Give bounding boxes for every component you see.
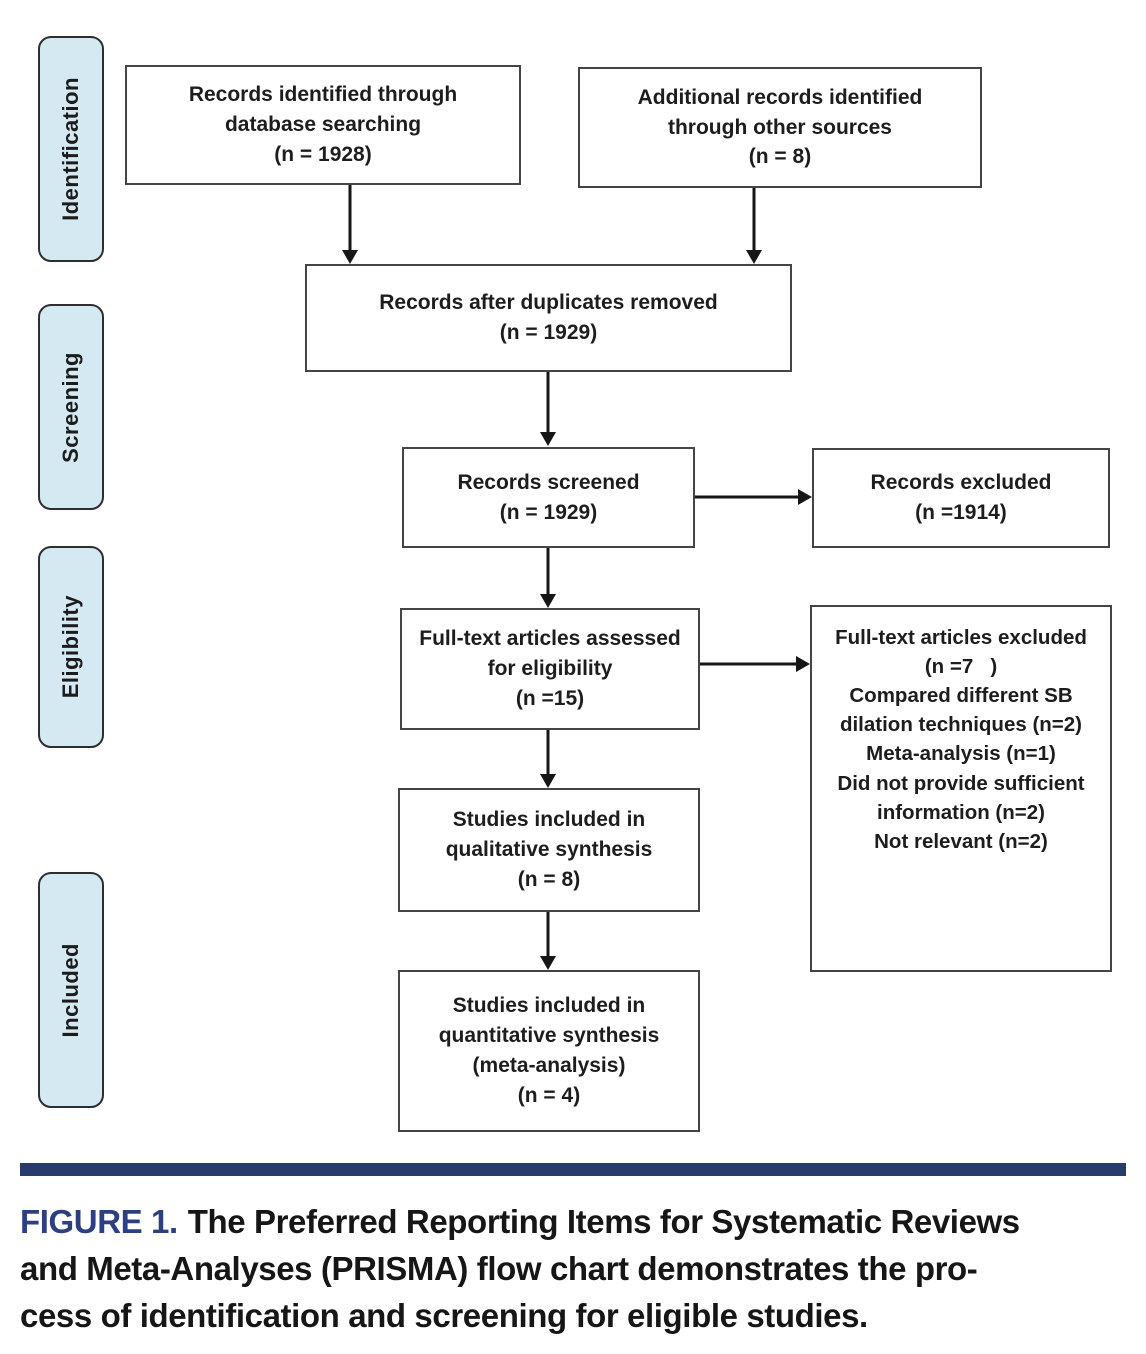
stage-included-label: Included — [58, 942, 83, 1038]
arrow-db-to-duplicates — [342, 185, 358, 264]
arrow-fulltext-to-fulltext-excluded — [700, 656, 810, 672]
stage-eligibility-label: Eligibility — [58, 595, 83, 699]
figure-caption: FIGURE 1.The Preferred Reporting Items f… — [20, 1198, 1135, 1339]
stage-screening: Screening — [38, 304, 104, 510]
box-fulltext-excluded: Full-text articles excluded (n =7 ) Comp… — [810, 605, 1112, 972]
box-additional-records-other-sources: Additional records identified through ot… — [578, 67, 982, 188]
box-fulltext-assessed: Full-text articles assessed for eligibil… — [400, 608, 700, 730]
stage-eligibility: Eligibility — [38, 546, 104, 748]
box-records-after-duplicates-removed: Records after duplicates removed (n = 19… — [305, 264, 792, 372]
box-qualitative-synthesis: Studies included in qualitative synthesi… — [398, 788, 700, 912]
arrow-screened-to-excluded — [695, 489, 812, 505]
stage-identification: Identification — [38, 36, 104, 262]
figure-divider-rule — [20, 1163, 1126, 1176]
stage-identification-label: Identification — [58, 77, 83, 221]
arrow-qualitative-to-quantitative — [540, 912, 556, 970]
figure-caption-label: FIGURE 1. — [20, 1203, 178, 1240]
box-records-excluded: Records excluded (n =1914) — [812, 448, 1110, 548]
figure-caption-line3: cess of identification and screening for… — [20, 1297, 868, 1334]
box-records-screened: Records screened (n = 1929) — [402, 447, 695, 548]
arrow-fulltext-to-qualitative — [540, 730, 556, 788]
box-quantitative-synthesis: Studies included in quantitative synthes… — [398, 970, 700, 1132]
arrow-other-to-duplicates — [746, 188, 762, 264]
box-records-identified-database: Records identified through database sear… — [125, 65, 521, 185]
stage-screening-label: Screening — [58, 351, 83, 463]
figure-caption-line1: The Preferred Reporting Items for System… — [187, 1203, 1020, 1240]
arrow-duplicates-to-screened — [540, 372, 556, 446]
figure-caption-line2: and Meta-Analyses (PRISMA) flow chart de… — [20, 1250, 978, 1287]
stage-included: Included — [38, 872, 104, 1108]
arrow-screened-to-fulltext — [540, 548, 556, 608]
